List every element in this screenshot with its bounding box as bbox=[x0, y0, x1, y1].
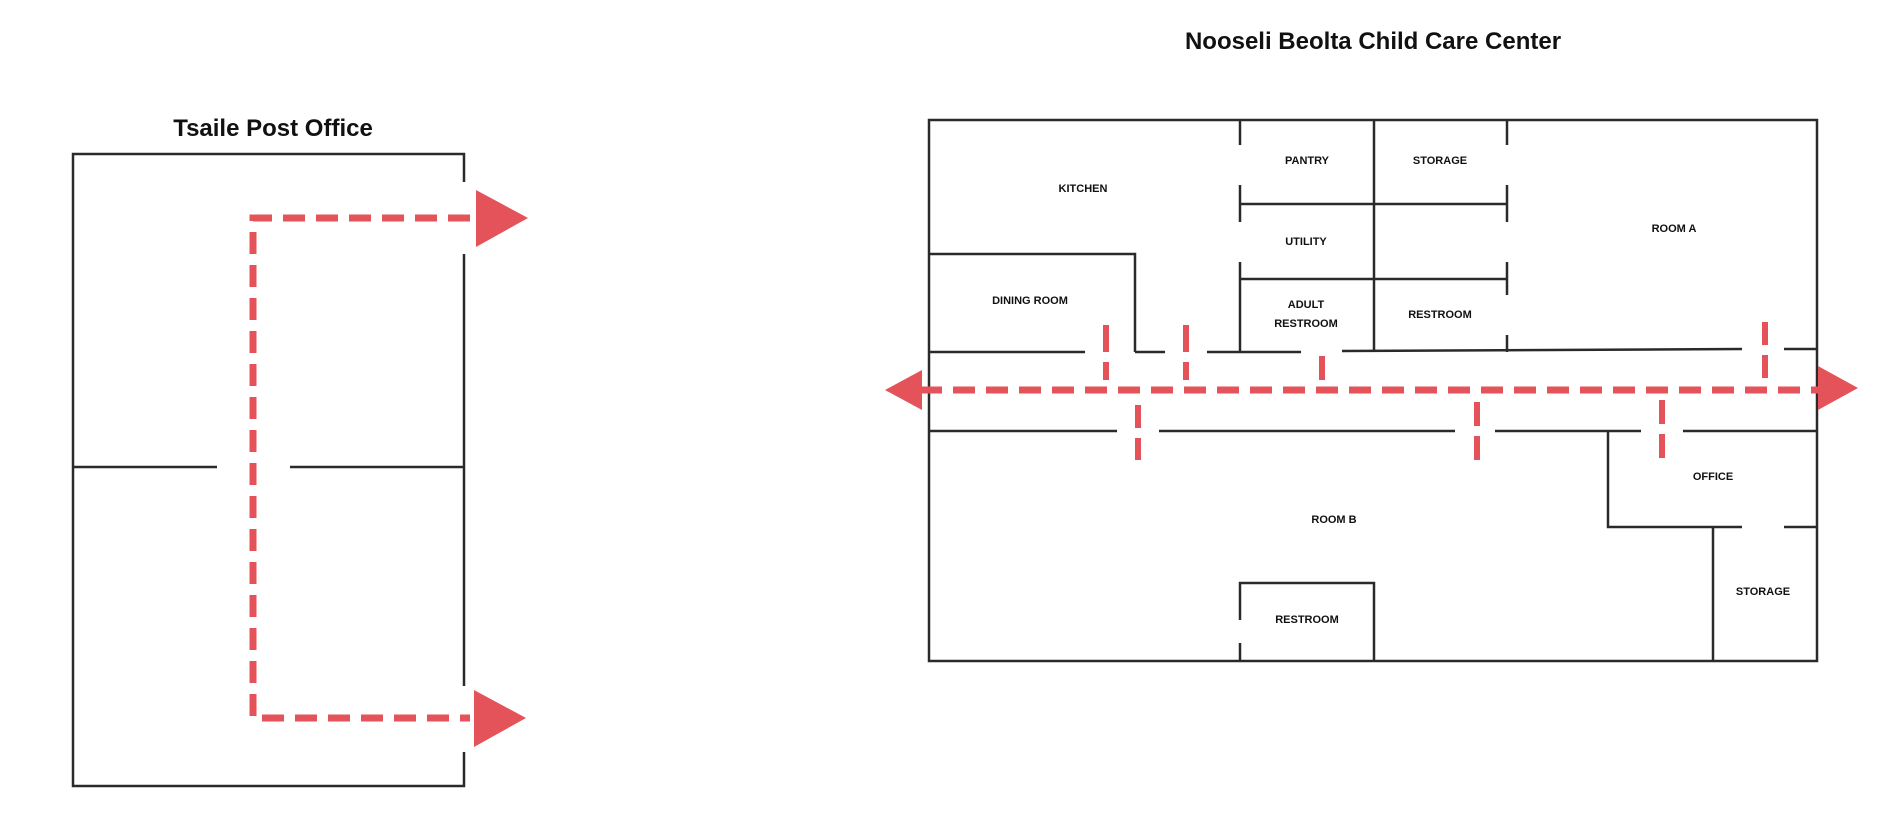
room-label-pantry: PANTRY bbox=[1285, 155, 1330, 167]
room-label-restroom-bottom: RESTROOM bbox=[1275, 614, 1339, 626]
post-office-title: Tsaile Post Office bbox=[173, 115, 373, 142]
room-label-room-a: ROOM A bbox=[1652, 223, 1697, 235]
exit-arrow-top bbox=[476, 190, 528, 247]
room-label-restroom: RESTROOM bbox=[1408, 309, 1472, 321]
room-label-utility: UTILITY bbox=[1285, 236, 1327, 248]
child-care-center-plan: Nooseli Beolta Child Care Center bbox=[885, 28, 1858, 663]
child-care-evacuation-route bbox=[885, 322, 1858, 460]
post-office-walls bbox=[71, 152, 466, 788]
tsaile-post-office-plan: Tsaile Post Office bbox=[71, 115, 528, 788]
exit-arrow-east bbox=[1818, 366, 1858, 410]
child-care-title: Nooseli Beolta Child Care Center bbox=[1185, 28, 1561, 55]
room-label-room-b: ROOM B bbox=[1311, 514, 1356, 526]
post-office-evacuation-route bbox=[249, 214, 470, 722]
room-label-kitchen: KITCHEN bbox=[1059, 183, 1108, 195]
room-label-dining-room: DINING ROOM bbox=[992, 295, 1068, 307]
room-label-storage: STORAGE bbox=[1413, 155, 1467, 167]
room-label-adult-restroom-2: RESTROOM bbox=[1274, 318, 1338, 330]
exit-arrow-west bbox=[885, 370, 922, 410]
room-label-storage-bottom: STORAGE bbox=[1736, 586, 1790, 598]
exit-arrow-bottom bbox=[474, 690, 526, 747]
room-labels: KITCHEN PANTRY STORAGE UTILITY ROOM A DI… bbox=[992, 155, 1790, 626]
room-label-office: OFFICE bbox=[1693, 471, 1733, 483]
room-label-adult-restroom-1: ADULT bbox=[1288, 299, 1325, 311]
